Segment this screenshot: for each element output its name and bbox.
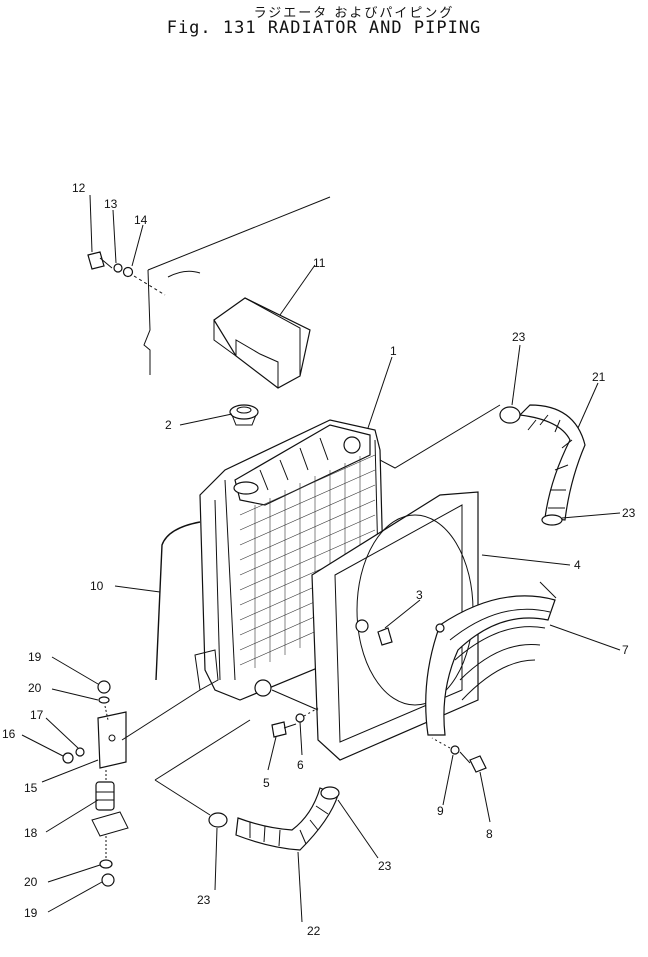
callout-3: 3 bbox=[416, 588, 423, 602]
callout-9: 9 bbox=[437, 804, 444, 818]
figure-title: Fig. 131 RADIATOR AND PIPING bbox=[166, 18, 482, 38]
callout-23: 23 bbox=[512, 330, 526, 344]
callout-22: 22 bbox=[307, 924, 321, 938]
callout-7: 7 bbox=[622, 643, 629, 657]
callout-19: 19 bbox=[24, 906, 38, 920]
radiator-cap-2 bbox=[229, 404, 259, 495]
callout-16: 16 bbox=[2, 727, 16, 741]
clamp-23 bbox=[320, 786, 340, 800]
washer-20 bbox=[98, 696, 110, 704]
callout-21: 21 bbox=[592, 370, 606, 384]
callout-4: 4 bbox=[574, 558, 581, 572]
mount-bracket-15 bbox=[97, 711, 127, 769]
nut-19 bbox=[97, 680, 111, 694]
washer-14 bbox=[122, 266, 134, 278]
washer-13 bbox=[113, 263, 123, 273]
callout-11: 11 bbox=[313, 256, 326, 270]
bolt-12 bbox=[87, 251, 113, 270]
callout-labels: 1 2 3 4 5 6 7 8 9 10 11 12 13 14 15 16 1… bbox=[2, 181, 636, 938]
callout-8: 8 bbox=[486, 827, 493, 841]
callout-18: 18 bbox=[24, 826, 38, 840]
washer-6 bbox=[295, 713, 305, 723]
clamp-23 bbox=[541, 514, 563, 526]
nut-19 bbox=[101, 873, 115, 887]
callout-15: 15 bbox=[24, 781, 38, 795]
bolt-5 bbox=[271, 721, 297, 738]
callout-23: 23 bbox=[378, 859, 392, 873]
clamp-23 bbox=[208, 812, 228, 828]
callout-19: 19 bbox=[28, 650, 42, 664]
leader-lines bbox=[21, 194, 621, 923]
upper-hose-21 bbox=[499, 404, 586, 526]
callout-20: 20 bbox=[28, 681, 42, 695]
callout-13: 13 bbox=[104, 197, 118, 211]
cover-11 bbox=[143, 196, 331, 389]
callout-10: 10 bbox=[90, 579, 104, 593]
callout-12: 12 bbox=[72, 181, 86, 195]
overflow-pipe-10 bbox=[155, 521, 201, 681]
callout-23: 23 bbox=[197, 893, 211, 907]
nut-16 bbox=[62, 752, 74, 764]
callout-14: 14 bbox=[134, 213, 148, 227]
washer-9 bbox=[450, 745, 460, 755]
callout-6: 6 bbox=[297, 758, 304, 772]
bolt-8 bbox=[459, 751, 487, 773]
clamp-23 bbox=[499, 406, 521, 424]
washer-17 bbox=[75, 747, 85, 757]
cushion-18 bbox=[91, 781, 129, 837]
callout-1: 1 bbox=[390, 344, 397, 358]
fan-guard-7 bbox=[425, 581, 557, 736]
callout-2: 2 bbox=[165, 418, 172, 432]
washer-20 bbox=[99, 859, 113, 869]
figure-title-japanese: ラジエータ およびパイピング bbox=[253, 6, 455, 21]
callout-20: 20 bbox=[24, 875, 38, 889]
lower-hose-22 bbox=[208, 786, 340, 851]
callout-17: 17 bbox=[30, 708, 44, 722]
callout-5: 5 bbox=[263, 776, 270, 790]
callout-23: 23 bbox=[622, 506, 636, 520]
